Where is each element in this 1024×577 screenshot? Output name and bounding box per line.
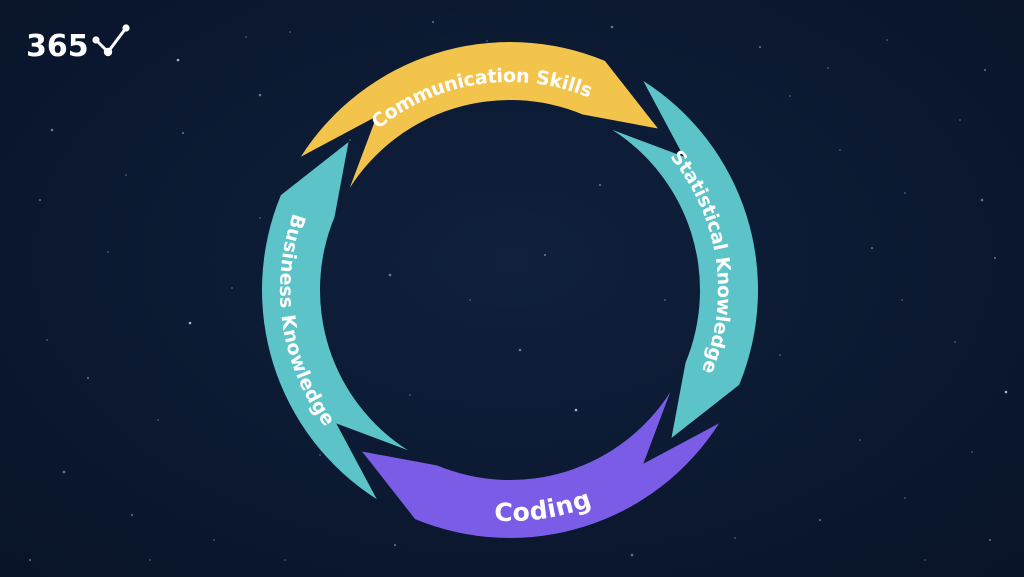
logo-text: 365	[26, 29, 89, 64]
star	[125, 174, 127, 176]
star	[901, 299, 903, 301]
star	[50, 128, 54, 132]
star	[971, 451, 973, 453]
brand-logo: 365	[26, 24, 132, 64]
star	[107, 251, 109, 253]
star	[924, 559, 926, 561]
cycle-segment: Business Knowledge	[262, 142, 408, 500]
star	[469, 299, 471, 301]
star	[62, 470, 66, 474]
star	[984, 69, 986, 71]
star	[213, 539, 215, 541]
star	[131, 514, 133, 516]
star	[182, 132, 184, 134]
star	[734, 537, 736, 539]
star	[349, 139, 351, 141]
star	[319, 454, 321, 456]
star	[904, 192, 906, 194]
star	[904, 497, 906, 499]
star	[518, 348, 522, 352]
cycle-segment: Coding	[362, 392, 720, 538]
star	[839, 149, 841, 151]
star	[1004, 390, 1008, 394]
star	[289, 31, 291, 33]
segment-arrow-shape	[612, 80, 758, 438]
star	[980, 198, 984, 202]
star	[46, 339, 48, 341]
star	[599, 184, 601, 186]
star	[610, 25, 614, 29]
star	[394, 544, 396, 546]
star	[388, 273, 392, 277]
star	[779, 354, 781, 356]
star	[664, 299, 666, 301]
segment-arrow-shape	[300, 41, 658, 188]
star	[871, 247, 873, 249]
star	[258, 93, 262, 97]
star	[409, 394, 411, 396]
star	[574, 408, 578, 412]
star	[284, 559, 286, 561]
star	[630, 553, 634, 557]
star	[886, 39, 888, 41]
star	[87, 377, 89, 379]
star	[176, 58, 180, 62]
star	[994, 257, 996, 259]
starfield	[29, 21, 1008, 561]
star	[959, 119, 961, 121]
star	[789, 95, 791, 97]
star	[859, 439, 861, 441]
cycle-segment: Communication Skills	[300, 41, 658, 188]
star	[259, 217, 261, 219]
star	[819, 519, 821, 521]
star	[989, 539, 991, 541]
star	[188, 321, 192, 325]
star	[39, 199, 41, 201]
star	[486, 40, 488, 42]
star	[432, 21, 434, 23]
star	[544, 254, 546, 256]
star	[827, 67, 829, 69]
star	[759, 46, 761, 48]
network-check-icon	[92, 24, 130, 57]
segment-arrow-shape	[262, 142, 408, 500]
segment-arrow-shape	[362, 392, 720, 538]
star	[29, 559, 31, 561]
star	[245, 36, 247, 38]
cycle-segment: Statistical Knowledge	[612, 80, 758, 438]
star	[954, 341, 956, 343]
star	[157, 419, 159, 421]
star	[231, 287, 233, 289]
star	[149, 559, 151, 561]
